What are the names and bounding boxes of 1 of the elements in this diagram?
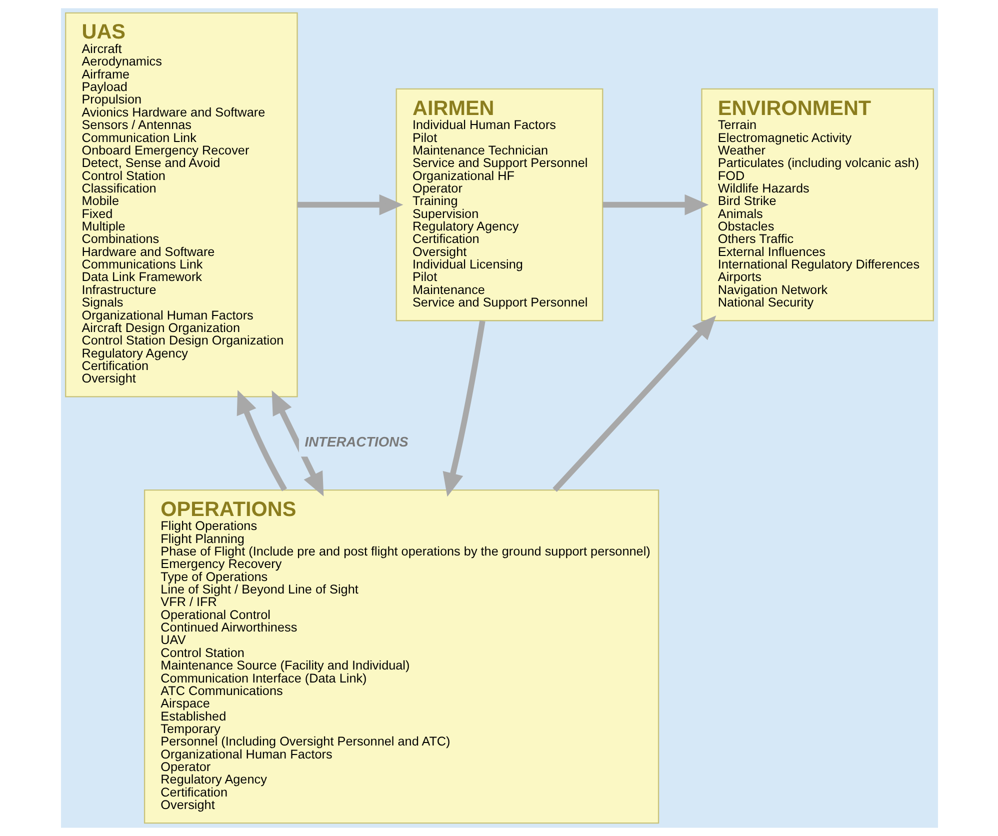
edge-label: INTERACTIONS: [304, 433, 408, 450]
